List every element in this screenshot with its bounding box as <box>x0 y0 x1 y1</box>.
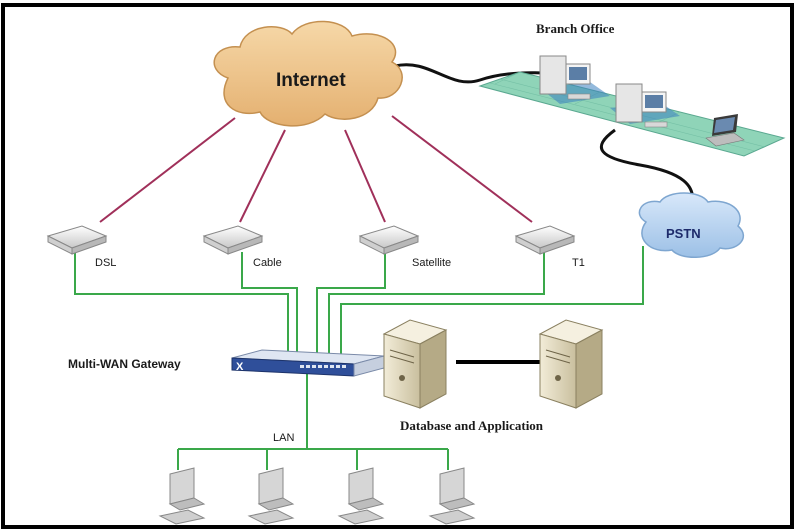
wan-links <box>74 246 644 360</box>
laptop-icon <box>705 114 745 147</box>
workstation-icon <box>158 467 206 525</box>
workstation-icon <box>337 467 385 525</box>
modem-icon <box>202 225 264 255</box>
page-border <box>1 3 794 529</box>
server-icon <box>538 319 604 409</box>
gateway-label: Multi-WAN Gateway <box>68 357 181 371</box>
desktop-icon <box>615 83 668 128</box>
workstation-icon <box>247 467 295 525</box>
gateway-switch-icon: X <box>231 349 385 377</box>
modem-label-cable: Cable <box>253 257 282 269</box>
desktop-icon <box>539 55 591 100</box>
internet-cloud-icon <box>213 20 403 127</box>
servers-label: Database and Application <box>400 418 544 433</box>
modem-icon <box>514 225 576 255</box>
internet-label: Internet <box>276 70 346 91</box>
internet-links <box>99 115 533 223</box>
pstn-label: PSTN <box>666 226 701 241</box>
modem-label-dsl: DSL <box>95 257 117 269</box>
pstn-cloud-icon <box>638 192 745 258</box>
branch-office-label: Branch Office <box>536 21 615 36</box>
modem-label-satellite: Satellite <box>412 257 452 269</box>
workstation-icon <box>428 467 476 525</box>
lan-label: LAN <box>273 432 295 444</box>
svg-text:X: X <box>236 361 244 373</box>
server-icon <box>382 319 448 409</box>
modem-icon <box>358 225 420 255</box>
branch-pstn-cable <box>599 128 694 211</box>
lan-links <box>177 374 449 470</box>
modem-icon <box>46 225 108 255</box>
modem-label-t1: T1 <box>572 257 585 269</box>
